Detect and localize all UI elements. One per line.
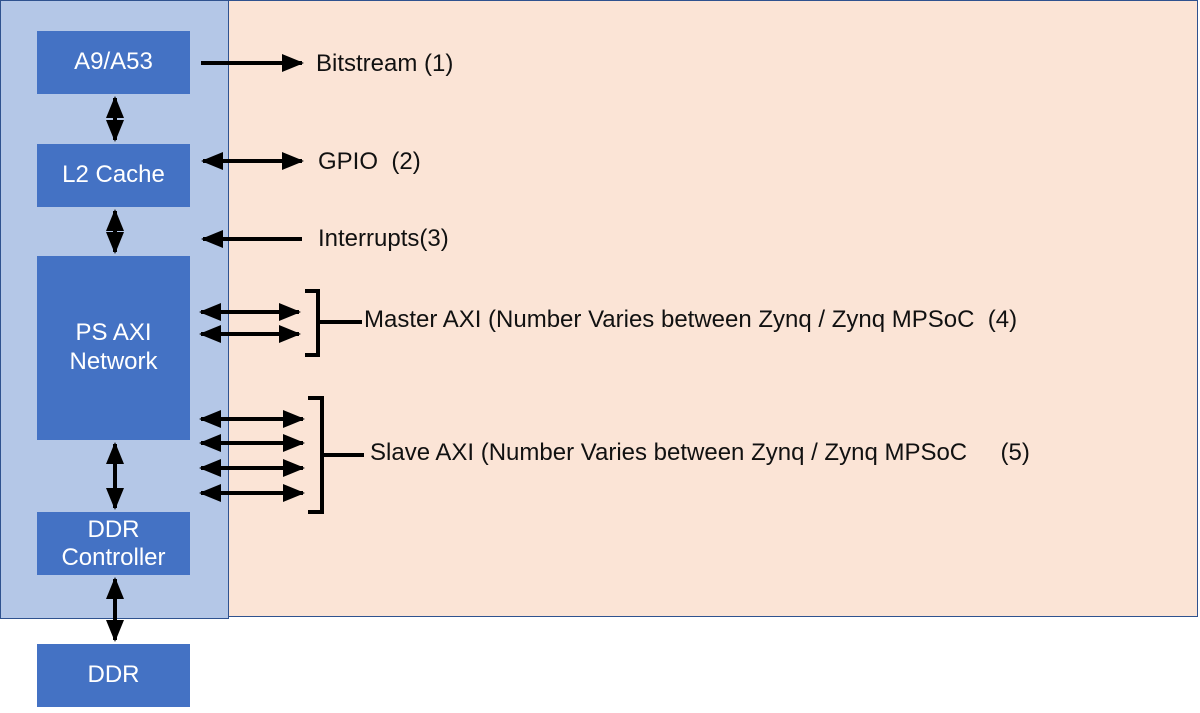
slave-axi-label: Slave AXI (Number Varies between Zynq / … xyxy=(370,439,1030,466)
ddr-controller-label-line2: Controller xyxy=(61,543,166,571)
slave-axi-bracket xyxy=(308,396,364,514)
ddr-label: DDR xyxy=(87,661,140,689)
ddr-controller-block: DDR Controller xyxy=(37,512,190,575)
ps-axi-label-line1: PS AXI xyxy=(75,319,152,347)
ddr-controller-label-line1: DDR xyxy=(87,515,140,543)
bitstream-label: Bitstream (1) xyxy=(316,50,454,77)
ps-axi-network-block: PS AXI Network xyxy=(37,256,190,440)
master-axi-label: Master AXI (Number Varies between Zynq /… xyxy=(364,306,1018,333)
ddr-block: DDR xyxy=(37,644,190,707)
cpu-block: A9/A53 xyxy=(37,31,190,94)
l2-cache-label: L2 Cache xyxy=(62,161,165,189)
interrupts-label: Interrupts(3) xyxy=(318,225,449,252)
l2-cache-block: L2 Cache xyxy=(37,144,190,207)
master-axi-bracket xyxy=(305,289,362,357)
ps-axi-label-line2: Network xyxy=(69,348,158,375)
cpu-label: A9/A53 xyxy=(74,48,153,76)
pl-region xyxy=(227,0,1198,617)
gpio-label: GPIO (2) xyxy=(318,148,421,175)
